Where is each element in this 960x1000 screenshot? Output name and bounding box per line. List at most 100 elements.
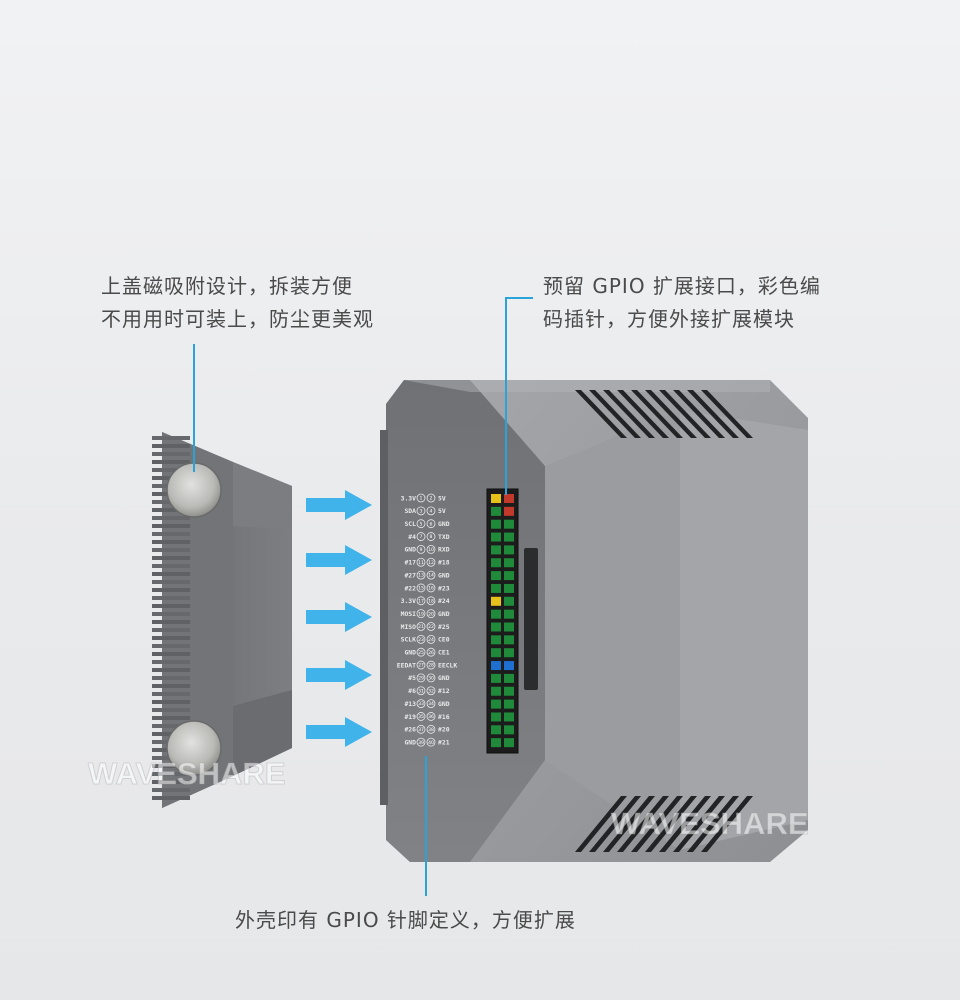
pin-number: 1 xyxy=(420,496,423,502)
pin-label-left: MOSI xyxy=(401,610,417,618)
gpio-pin xyxy=(504,635,514,645)
leader-line-gpio-v xyxy=(505,297,507,495)
heatsink-fin xyxy=(152,580,190,584)
vent-slots-bottom xyxy=(575,796,753,852)
heatsink-fin xyxy=(152,724,190,728)
pin-number: 8 xyxy=(430,534,433,540)
pin-number: 39 xyxy=(418,740,424,746)
vent-slot xyxy=(687,390,739,438)
pin-label-left: #5 xyxy=(408,674,416,682)
pin-label-left: SDA xyxy=(404,507,416,515)
gpio-pin xyxy=(504,596,514,606)
caption-gpio-line1: 预留 GPIO 扩展接口，彩色编 xyxy=(543,274,821,298)
gpio-pin xyxy=(491,596,501,606)
gpio-pin xyxy=(504,506,514,516)
pin-label-left: EEDAT xyxy=(397,661,416,669)
pin-number: 16 xyxy=(428,586,434,592)
pin-number: 14 xyxy=(428,573,434,579)
pin-number: 34 xyxy=(428,701,434,707)
pin-number-circle xyxy=(416,647,426,657)
gpio-pin xyxy=(491,648,501,658)
leader-line-shell xyxy=(425,756,427,896)
pin-label-left: #17 xyxy=(404,559,416,567)
gpio-pin xyxy=(491,622,501,632)
gpio-pin xyxy=(491,609,501,619)
arrow-icon xyxy=(306,602,372,632)
vent-slot xyxy=(631,390,683,438)
heatsink-fin xyxy=(152,772,190,776)
watermark-right: WAVESHARE xyxy=(611,806,809,841)
pin-number-circle xyxy=(416,596,426,606)
pin-label-left: 3.3V xyxy=(401,597,417,605)
pin-label-right: GND xyxy=(438,610,450,618)
pin-label-right: TXD xyxy=(438,533,450,541)
pin-number-circle xyxy=(426,545,436,554)
caption-gpio-interface: 预留 GPIO 扩展接口，彩色编 码插针，方便外接扩展模块 xyxy=(543,270,821,336)
gpio-pin xyxy=(504,673,514,683)
pin-number-circle xyxy=(416,622,426,631)
gpio-pin xyxy=(504,532,514,542)
gpio-pin xyxy=(504,571,514,581)
pin-number: 32 xyxy=(428,688,434,694)
heatsink-fin xyxy=(152,604,190,608)
heatsink-fin xyxy=(152,644,190,648)
vent-slot xyxy=(617,390,669,438)
heatsink-fin xyxy=(152,652,190,656)
gpio-pin xyxy=(504,545,514,555)
vent-slot xyxy=(589,390,641,438)
pin-number: 12 xyxy=(428,560,434,566)
pin-label-left: #27 xyxy=(404,571,416,579)
pin-label-right: #21 xyxy=(438,738,450,746)
caption-shell-pin-labels: 外壳印有 GPIO 针脚定义，方便扩展 xyxy=(235,904,576,937)
heatsink-fin xyxy=(152,636,190,640)
pin-number-circle xyxy=(426,532,436,541)
heatsink-fin xyxy=(152,452,190,456)
pin-number-circle xyxy=(416,699,426,708)
heatsink-fin xyxy=(152,548,190,552)
vent-slot xyxy=(673,390,725,438)
pin-number-circle xyxy=(426,493,436,503)
gpio-pin xyxy=(504,609,514,619)
pin-number-circle xyxy=(416,519,426,529)
gpio-pin xyxy=(504,725,514,735)
gpio-pin xyxy=(504,686,514,696)
pin-number: 4 xyxy=(430,508,433,514)
pin-number-circle xyxy=(426,622,436,631)
pin-number-circle xyxy=(416,673,426,683)
heatsink-fin xyxy=(152,596,190,600)
pin-number: 38 xyxy=(428,727,434,733)
gpio-pin xyxy=(491,635,501,645)
pin-label-left: #6 xyxy=(408,687,416,695)
pin-number: 15 xyxy=(418,586,424,592)
vent-slot xyxy=(603,390,655,438)
pin-number-circle xyxy=(416,609,426,619)
pin-label-left: #19 xyxy=(404,713,416,721)
pin-number-circle xyxy=(416,634,426,644)
pin-number-circle xyxy=(426,570,436,580)
pin-label-left: #26 xyxy=(404,726,416,734)
pin-number: 5 xyxy=(420,521,423,527)
caption-lid-line2: 不用用时可装上，防尘更美观 xyxy=(101,307,374,331)
pin-number: 7 xyxy=(420,534,423,540)
gpio-pin xyxy=(491,583,501,593)
vent-slot xyxy=(589,796,641,852)
pin-label-left: #4 xyxy=(408,533,416,541)
pin-label-right: #16 xyxy=(438,713,450,721)
vent-slot xyxy=(659,390,711,438)
vent-slot xyxy=(575,796,627,852)
pin-number-circle xyxy=(426,519,436,529)
heatsink-fin xyxy=(152,468,190,472)
gpio-pin xyxy=(491,699,501,709)
gpio-pin xyxy=(504,738,514,748)
pin-number-circle xyxy=(426,699,436,708)
watermark-left: WAVESHARE xyxy=(88,756,286,791)
heatsink-fin xyxy=(152,780,190,784)
gpio-pin xyxy=(491,661,501,671)
pin-label-left: #13 xyxy=(404,700,416,708)
pin-number-circle xyxy=(416,532,426,541)
pin-label-right: 5V xyxy=(438,494,446,502)
pin-label-left: 3.3V xyxy=(401,494,417,502)
